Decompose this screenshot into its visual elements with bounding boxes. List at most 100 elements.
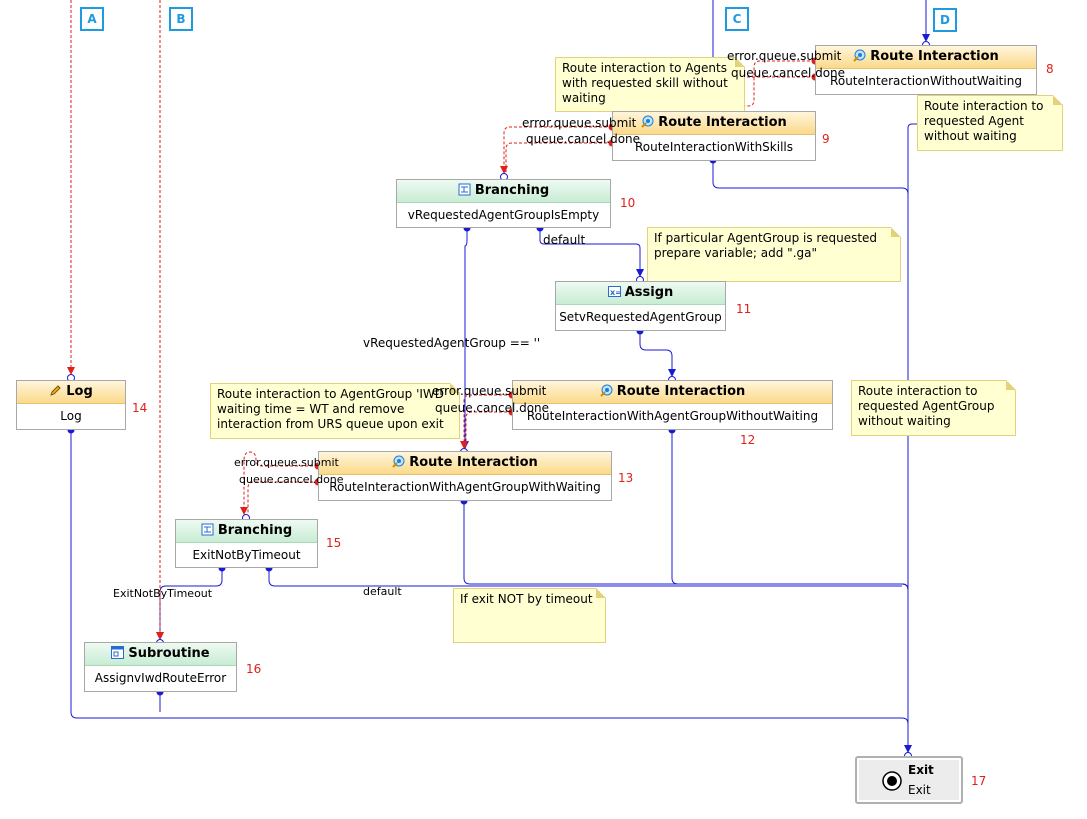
wire-route9-cancel bbox=[505, 142, 612, 173]
node-header: Route Interaction bbox=[816, 46, 1036, 69]
wire-route9-error bbox=[500, 126, 612, 174]
port-label-cancel-done: queue.cancel.done bbox=[731, 66, 846, 80]
port-label-cancel-done: queue.cancel.done bbox=[526, 132, 641, 146]
wire-label-vreq-empty: vRequestedAgentGroup == '' bbox=[363, 336, 541, 350]
assign-icon: x= bbox=[607, 286, 621, 297]
node-header: x=Assign bbox=[556, 282, 725, 305]
note-requested-agent[interactable]: Route interaction to requested Agent wit… bbox=[917, 95, 1063, 151]
node-number: 13 bbox=[618, 471, 634, 485]
node-header: Subroutine bbox=[85, 643, 236, 666]
node-body: RouteInteractionWithSkills bbox=[634, 140, 793, 154]
port-label-error-submit: error.queue.submit bbox=[432, 384, 547, 398]
route-interaction-icon bbox=[599, 384, 613, 397]
port-label-cancel-done: queue.cancel.done bbox=[435, 401, 550, 415]
node-header: Route Interaction bbox=[513, 381, 832, 404]
node-body: RouteInteractionWithAgentGroupWithWaitin… bbox=[329, 480, 601, 494]
node-route-interaction-9[interactable]: Route Interaction RouteInteractionWithSk… bbox=[612, 111, 816, 161]
exit-icon bbox=[882, 771, 902, 791]
node-number: 9 bbox=[822, 132, 830, 146]
wire-route8-error bbox=[712, 60, 815, 109]
node-number: 16 bbox=[246, 662, 262, 676]
wire-route13-error bbox=[240, 451, 318, 515]
node-route-interaction-13[interactable]: Route Interaction RouteInteractionWithAg… bbox=[318, 451, 612, 501]
anchor-c[interactable]: C bbox=[725, 7, 749, 31]
node-title: Route Interaction bbox=[870, 49, 999, 64]
node-title: Branching bbox=[474, 183, 550, 198]
port-label-error-submit: error.queue.submit bbox=[727, 49, 842, 63]
note-agentgroup-nowait[interactable]: Route interaction to requested AgentGrou… bbox=[851, 380, 1016, 436]
note-skill-routing[interactable]: Route interaction to Agents with request… bbox=[555, 57, 745, 112]
node-subroutine-16[interactable]: Subroutine AssignvIwdRouteError bbox=[84, 642, 237, 692]
node-number: 11 bbox=[736, 302, 752, 316]
node-body: RouteInteractionWithoutWaiting bbox=[830, 74, 1022, 88]
node-header: Branching bbox=[176, 520, 317, 543]
port-label-cancel-done: queue.cancel.done bbox=[239, 473, 344, 486]
wire-route9-to-exit bbox=[712, 160, 909, 195]
node-assign-11[interactable]: x=Assign SetvRequestedAgentGroup bbox=[555, 281, 726, 331]
note-text: If exit NOT by timeout bbox=[460, 592, 593, 606]
wire-branch10-default bbox=[539, 228, 644, 277]
node-title: Exit bbox=[908, 763, 934, 777]
node-route-interaction-12[interactable]: Route Interaction RouteInteractionWithAg… bbox=[512, 380, 833, 430]
node-body: RouteInteractionWithAgentGroupWithoutWai… bbox=[526, 409, 819, 423]
wire-route12-to-exit bbox=[671, 430, 909, 591]
node-body: AssignvIwdRouteError bbox=[94, 671, 227, 685]
wire-branch10-empty bbox=[461, 228, 469, 449]
port-label-error-submit: error.queue.submit bbox=[522, 116, 637, 130]
node-body: SetvRequestedAgentGroup bbox=[559, 310, 722, 324]
note-text: Route interaction to requested Agent wit… bbox=[924, 99, 1044, 143]
node-title: Log bbox=[66, 384, 93, 399]
note-exit-not-timeout[interactable]: If exit NOT by timeout bbox=[453, 588, 606, 643]
note-agentgroup-waiting[interactable]: Route interaction to AgentGroup 'IWD' wa… bbox=[210, 383, 460, 439]
node-branching-10[interactable]: Branching vRequestedAgentGroupIsEmpty bbox=[396, 179, 611, 228]
anchor-b[interactable]: B bbox=[169, 7, 193, 31]
node-branching-15[interactable]: Branching ExitNotByTimeout bbox=[175, 519, 318, 568]
route-interaction-icon bbox=[853, 49, 866, 62]
wire-route12-cancel bbox=[465, 411, 512, 448]
node-number: 14 bbox=[132, 401, 148, 415]
branching-icon bbox=[201, 523, 214, 536]
svg-text:x=: x= bbox=[610, 288, 621, 297]
port-label-error-submit: error.queue.submit bbox=[234, 456, 339, 469]
wire-branch15-notimeout bbox=[156, 568, 223, 640]
wire-label-default: default bbox=[363, 585, 402, 598]
node-body: Log bbox=[60, 409, 82, 423]
wire-log14-to-exit bbox=[70, 430, 909, 725]
node-number: 8 bbox=[1046, 62, 1054, 76]
node-exit-17[interactable]: Exit Exit bbox=[855, 756, 963, 804]
note-text: If particular AgentGroup is requested pr… bbox=[654, 231, 878, 260]
node-log-14[interactable]: Log Log bbox=[16, 380, 126, 430]
note-text: Route interaction to AgentGroup 'IWD' wa… bbox=[217, 387, 448, 431]
node-number: 17 bbox=[971, 774, 987, 788]
node-title: Route Interaction bbox=[658, 115, 787, 130]
node-number: 15 bbox=[326, 536, 342, 550]
anchor-d[interactable]: D bbox=[933, 8, 957, 32]
node-header: Route Interaction bbox=[613, 112, 815, 135]
note-prepare-variable[interactable]: If particular AgentGroup is requested pr… bbox=[647, 227, 901, 282]
route-interaction-icon bbox=[392, 455, 405, 468]
wire-route13-to-exit bbox=[463, 501, 909, 591]
pencil-icon bbox=[50, 385, 61, 396]
node-number: 12 bbox=[740, 433, 756, 447]
note-text: Route interaction to Agents with request… bbox=[562, 61, 728, 105]
node-body: vRequestedAgentGroupIsEmpty bbox=[407, 208, 600, 222]
route-interaction-icon bbox=[641, 115, 654, 128]
node-title: Subroutine bbox=[128, 646, 210, 661]
node-body: Exit bbox=[908, 783, 931, 797]
wire-label-default: default bbox=[543, 233, 586, 247]
branching-icon bbox=[458, 183, 471, 196]
node-route-interaction-8[interactable]: Route Interaction RouteInteractionWithou… bbox=[815, 45, 1037, 95]
anchor-a[interactable]: A bbox=[80, 7, 104, 31]
node-title: Route Interaction bbox=[409, 455, 538, 470]
wire-label-exit-not-by-timeout: ExitNotByTimeout bbox=[113, 587, 213, 600]
note-text: Route interaction to requested AgentGrou… bbox=[858, 384, 995, 428]
node-title: Branching bbox=[217, 523, 293, 538]
wire-branch15-default bbox=[268, 568, 902, 587]
node-header: Route Interaction bbox=[319, 452, 611, 475]
node-body: ExitNotByTimeout bbox=[192, 548, 301, 562]
wire-route12-error bbox=[460, 394, 512, 449]
node-title: Assign bbox=[624, 285, 674, 300]
node-title: Route Interaction bbox=[616, 384, 746, 399]
subroutine-icon bbox=[111, 646, 125, 659]
wire-assign11-to-route12 bbox=[639, 331, 676, 377]
